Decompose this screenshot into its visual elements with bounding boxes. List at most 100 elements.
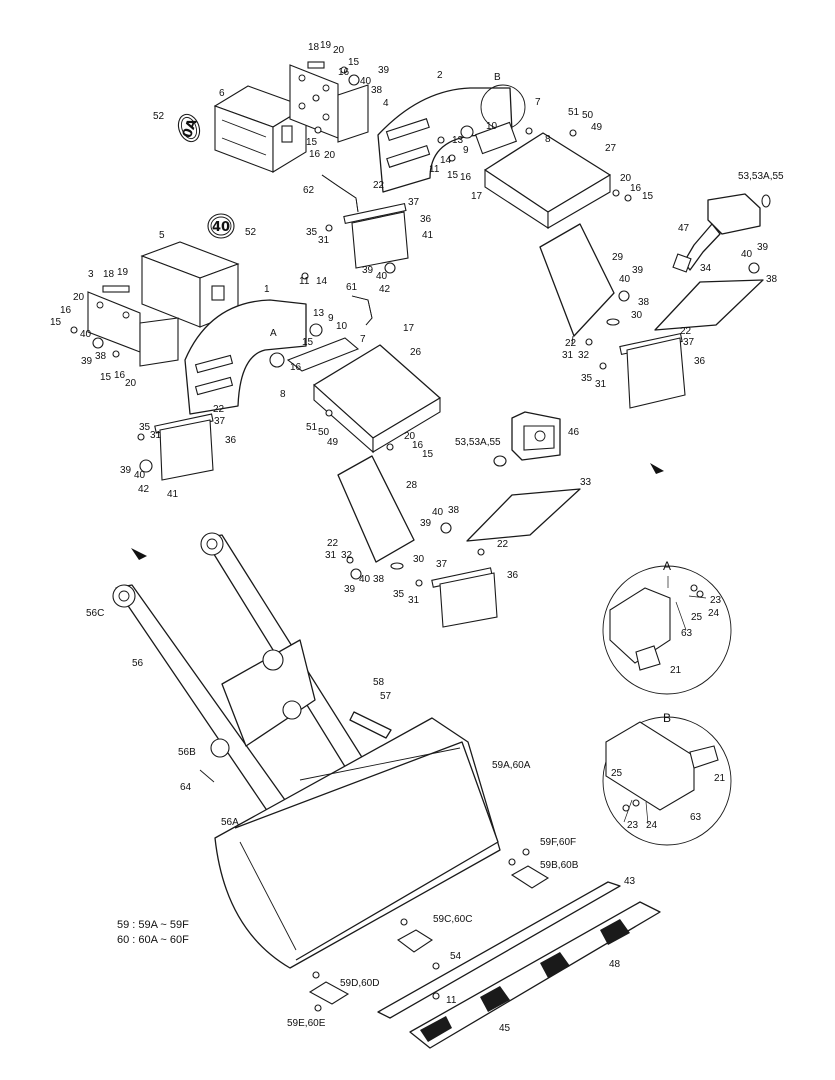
part-label: 8: [280, 389, 286, 400]
part-label: 35: [139, 422, 151, 433]
part-label: 16: [309, 149, 321, 160]
pin-64: [199, 769, 215, 783]
part-label: 31: [562, 350, 574, 361]
part-label: 35: [306, 227, 318, 238]
part-label: 30: [631, 310, 643, 321]
part-label: 38: [371, 85, 383, 96]
part-label: 31: [325, 550, 337, 561]
part-label: 20: [73, 292, 85, 303]
part-label: 16: [60, 305, 72, 316]
mounting-bracket-4: [289, 61, 369, 143]
part-label: 53,53A,55: [455, 437, 501, 448]
part-label: 51: [306, 422, 318, 433]
part-label: 10: [336, 321, 348, 332]
detail-circle-a: [602, 565, 732, 695]
decal-badge-label: 0A: [180, 117, 201, 140]
boom-arm-56: [112, 532, 371, 813]
part-label: 15: [447, 170, 459, 181]
part-label: 61: [346, 282, 358, 293]
detail-view-labels: AB: [663, 559, 671, 725]
part-label: 42: [138, 484, 150, 495]
mounting-bracket-3: [87, 285, 179, 367]
part-label: 16: [338, 67, 350, 78]
part-label: 63: [690, 812, 702, 823]
part-label: 15: [642, 191, 654, 202]
arrow-right-upper: [650, 463, 664, 474]
step-plate-7: [286, 337, 360, 372]
part-label: 4: [383, 98, 389, 109]
part-label: 53,53A,55: [738, 171, 784, 182]
part-label: 38: [766, 274, 778, 285]
part-label: 52: [245, 227, 257, 238]
part-label: 21: [670, 665, 682, 676]
part-label: 51: [568, 107, 580, 118]
part-label: 27: [605, 143, 617, 154]
part-label: 18: [308, 42, 320, 53]
bucket-59A: [214, 717, 501, 969]
legend-note: 60 : 60A ~ 60F: [117, 934, 189, 946]
part-label: 43: [624, 876, 636, 887]
part-label: 36: [420, 214, 432, 225]
skirt-28: [337, 455, 415, 570]
part-label: 15: [302, 337, 314, 348]
part-label: 40: [741, 249, 753, 260]
part-label: 40: [432, 507, 444, 518]
part-label: 59F,60F: [540, 837, 576, 848]
detail-circle-b: [602, 716, 732, 846]
part-label: 22: [497, 539, 509, 550]
part-label: 59C,60C: [433, 914, 472, 925]
part-label: 28: [406, 480, 418, 491]
part-label: 25: [691, 612, 703, 623]
part-label: 20: [404, 431, 416, 442]
part-label: 39: [420, 518, 432, 529]
part-label: 49: [591, 122, 603, 133]
part-label: 62: [303, 185, 315, 196]
part-label: 15: [306, 137, 318, 148]
part-label: 39: [81, 356, 93, 367]
part-label: 50: [582, 110, 594, 121]
part-label: 16: [460, 172, 472, 183]
part-label: 19: [320, 40, 332, 51]
part-label: 26: [410, 347, 422, 358]
part-label: 41: [167, 489, 179, 500]
part-label: 37: [214, 416, 226, 427]
part-label: 59E,60E: [287, 1018, 326, 1029]
part-label: 35: [393, 589, 405, 600]
part-label: 40: [80, 329, 92, 340]
part-label: 22: [565, 338, 577, 349]
part-label: 39: [362, 265, 374, 276]
part-label: 36: [225, 435, 237, 446]
part-label: 23: [627, 820, 639, 831]
part-label: 38: [373, 574, 385, 585]
part-label: 6: [219, 88, 225, 99]
part-label: 3: [88, 269, 94, 280]
part-label: 40: [134, 470, 146, 481]
mud-flap-36-right: [619, 332, 686, 409]
mud-flap-36-left: [139, 413, 214, 481]
part-label: 22: [213, 404, 225, 415]
part-label: 2: [437, 70, 443, 81]
decal-badge-middle: [207, 213, 235, 239]
part-label: 21: [714, 773, 726, 784]
part-label: 52: [153, 111, 165, 122]
part-label: 56: [132, 658, 144, 669]
part-label: 10: [486, 121, 498, 132]
part-label: 31: [408, 595, 420, 606]
mudguard-34: [654, 279, 764, 331]
part-label: 11: [446, 995, 457, 1006]
part-label: 57: [380, 691, 392, 702]
part-label: 22: [327, 538, 339, 549]
part-label: 19: [117, 267, 129, 278]
part-label: 45: [499, 1023, 511, 1034]
part-label: 11: [299, 276, 310, 287]
part-label: 49: [327, 437, 339, 448]
part-label: 37: [436, 559, 448, 570]
part-label: 22: [373, 180, 385, 191]
part-label: 14: [316, 276, 328, 287]
part-label: 13: [452, 135, 464, 146]
part-label: 9: [463, 145, 469, 156]
part-label: 16: [630, 183, 642, 194]
part-label: 41: [422, 230, 434, 241]
